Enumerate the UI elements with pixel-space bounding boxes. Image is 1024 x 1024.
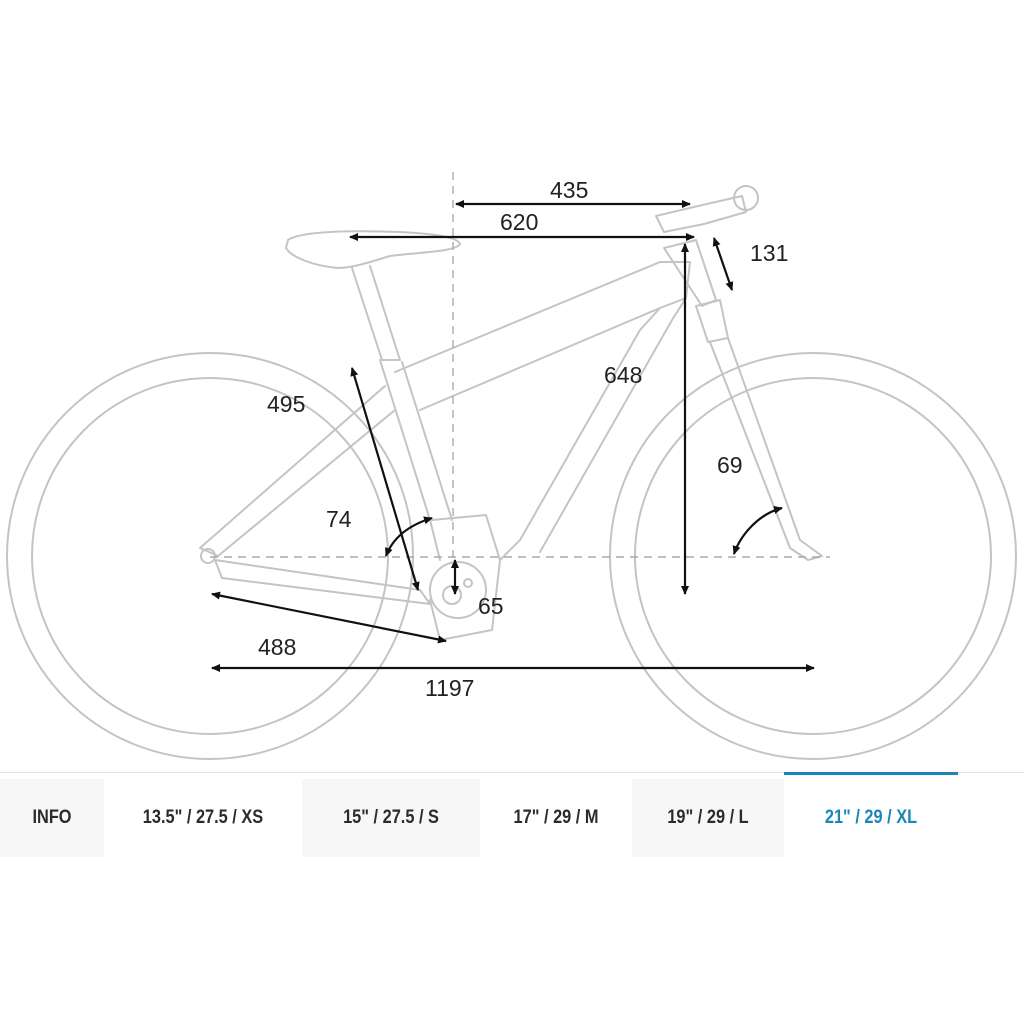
- seat-stay: [199, 385, 396, 557]
- front-rim: [634, 377, 992, 735]
- tab-size-xs[interactable]: 13.5" / 27.5 / XS: [142, 807, 264, 828]
- reference-lines: [210, 172, 830, 568]
- tab-size-l[interactable]: 19" / 29 / L: [667, 807, 749, 828]
- active-tab-indicator: [784, 772, 958, 775]
- top-tube: [394, 261, 691, 411]
- reach-label: 435: [550, 177, 588, 203]
- fork-crown: [695, 299, 729, 343]
- motor-bolt: [463, 578, 473, 588]
- tab-info[interactable]: INFO: [32, 807, 72, 828]
- stem-length-label: 131: [750, 240, 788, 266]
- motor-inner: [442, 585, 462, 605]
- head-angle-arrow: [732, 506, 783, 555]
- front-wheel: [609, 352, 1017, 760]
- seat-angle-arrow: [384, 516, 433, 557]
- bike-geometry-diagram: 435 620 131 648 495 74 69 65 488 1197: [6, 172, 1017, 760]
- chainstay-label: 488: [258, 634, 296, 660]
- bb-drop-label: 65: [478, 593, 504, 619]
- handlebar: [733, 185, 759, 211]
- stem: [655, 195, 747, 233]
- seat-angle-label: 74: [326, 506, 352, 532]
- wheelbase-label: 1197: [425, 675, 474, 701]
- tab-size-s[interactable]: 15" / 27.5 / S: [343, 807, 439, 828]
- tab-background-s: [302, 779, 480, 857]
- chain-stay: [214, 559, 431, 605]
- seat-tube: [379, 359, 453, 561]
- motor-cover: [429, 514, 501, 641]
- seat-tube-label: 495: [267, 391, 305, 417]
- tab-background-l: [632, 779, 784, 857]
- dimension-labels: 435 620 131 648 495 74 69 65 488 1197: [258, 177, 788, 701]
- bike-outline: [6, 185, 1017, 760]
- size-tab-bar: INFO 13.5" / 27.5 / XS 15" / 27.5 / S 17…: [0, 772, 1024, 859]
- saddle: [285, 230, 461, 269]
- chainstay-arrow: [211, 591, 447, 644]
- rear-dropout: [200, 548, 216, 564]
- tab-background-info: [0, 779, 104, 857]
- seat-post: [351, 265, 401, 361]
- tab-size-xl[interactable]: 21" / 29 / XL: [824, 807, 918, 828]
- head-angle-label: 69: [717, 452, 743, 478]
- top-tube-label: 620: [500, 209, 538, 235]
- tab-size-m[interactable]: 17" / 29 / M: [513, 807, 599, 828]
- stem-arrow: [712, 237, 734, 291]
- dimension-arrows: [211, 200, 815, 672]
- head-tube: [663, 239, 717, 307]
- stack-label: 648: [604, 362, 642, 388]
